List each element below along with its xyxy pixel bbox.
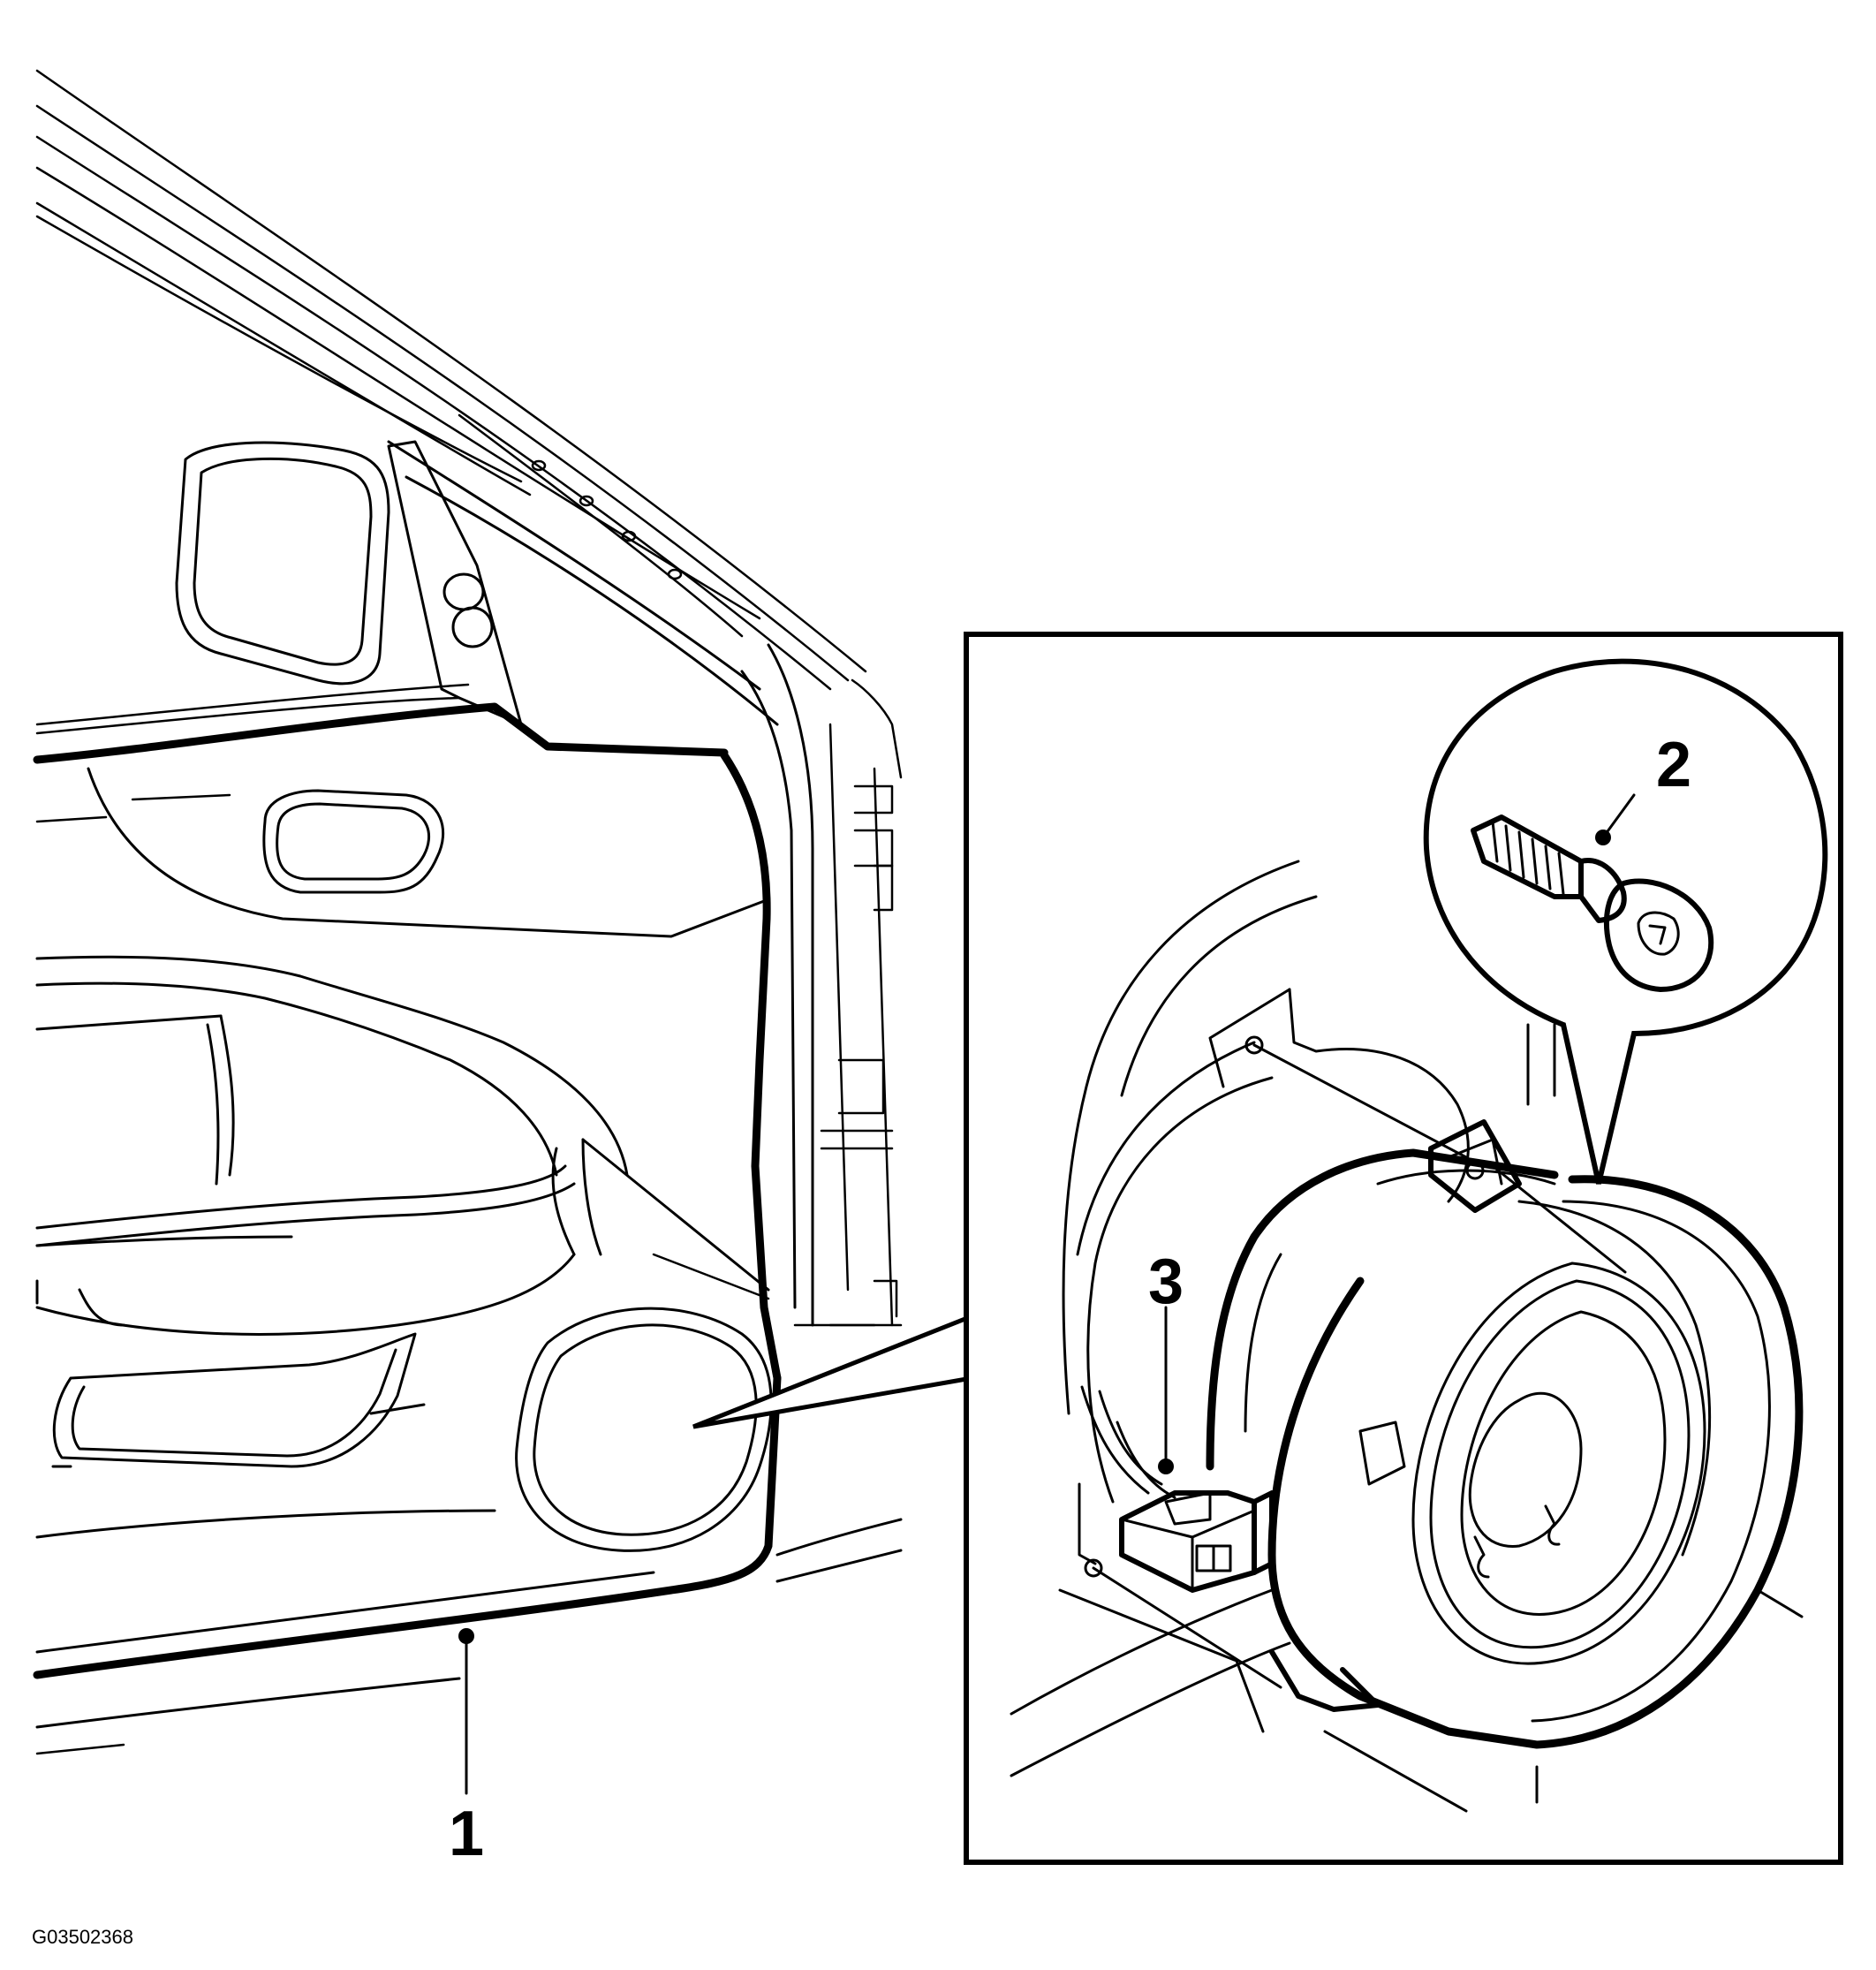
detail-pointer (692, 1313, 974, 1429)
detail-box (964, 632, 1843, 1865)
hinge-details (820, 784, 898, 1327)
side-mirror (175, 440, 523, 726)
callout-3-label: 3 (1148, 1246, 1184, 1317)
screw-magnifier (1423, 658, 1828, 1185)
callout-1-leader (458, 1628, 474, 1795)
door-frame-edge (720, 643, 903, 1383)
callout-1-label: 1 (449, 1799, 484, 1869)
screw (1471, 815, 1714, 992)
callout-2-label: 2 (1656, 730, 1691, 800)
callout-2-leader (1595, 793, 1636, 845)
wiring-harness (1080, 1385, 1176, 1499)
door-sill (33, 1323, 903, 1755)
speaker-assembly (1206, 1119, 1804, 1749)
speaker-grille-oval (515, 1307, 773, 1552)
figure-id: G03502368 (32, 1926, 133, 1948)
a-pillar (35, 69, 867, 726)
pillar-rivets (531, 459, 683, 580)
window-belt (33, 683, 729, 764)
door-trim-upper (35, 767, 766, 938)
door-panel-lower (35, 955, 770, 1539)
door-illustration (33, 69, 903, 1795)
callout-3-leader (1158, 1306, 1174, 1474)
door-handle (262, 789, 445, 894)
